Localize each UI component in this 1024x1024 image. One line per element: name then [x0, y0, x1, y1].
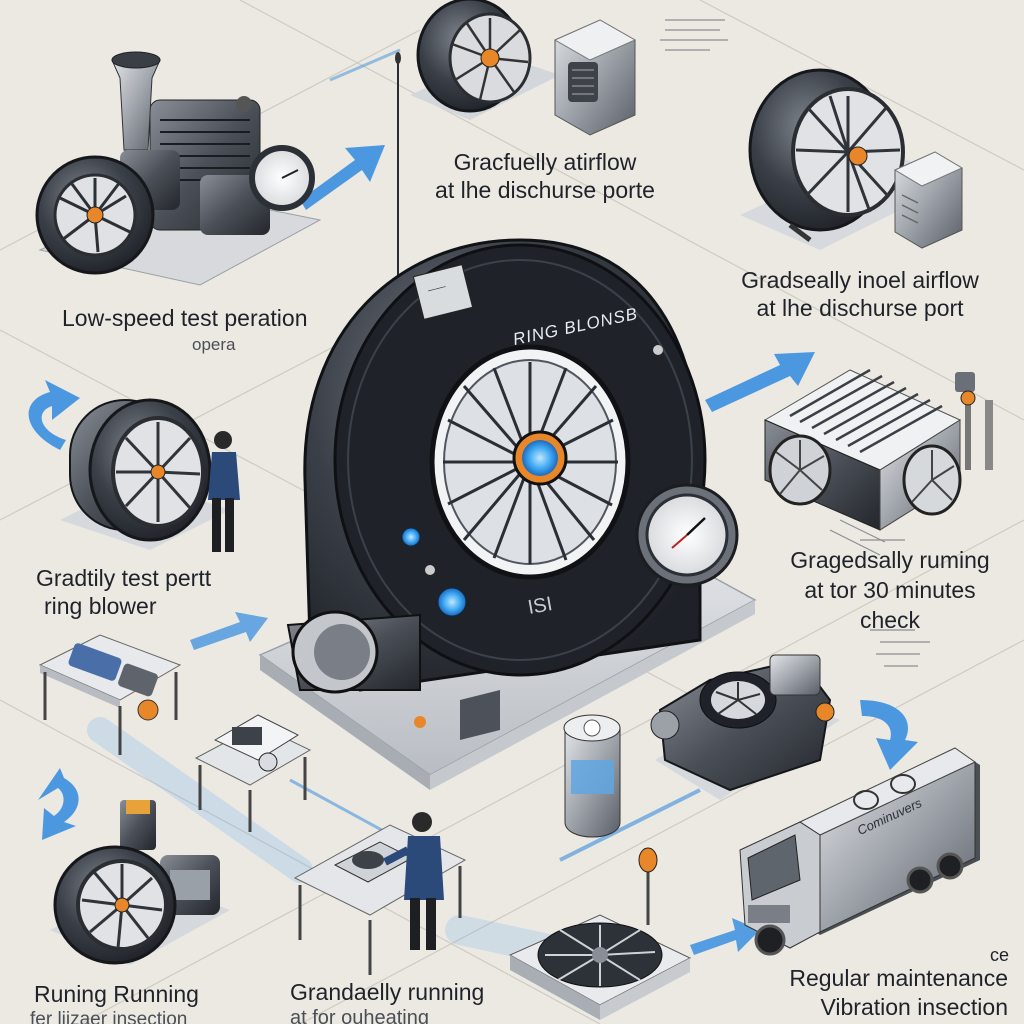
- label-running-30-1: Gragedsally ruming: [790, 547, 990, 573]
- down-arrow-icon: [38, 768, 79, 840]
- fan-unit-top-center: [410, 0, 637, 136]
- label-running-30-2: at tor 30 minutes: [804, 577, 976, 603]
- sensor-cylinder: [563, 714, 621, 838]
- warning-lamp-icon: [960, 390, 976, 406]
- arrow-icon-1: [300, 145, 385, 210]
- label-low-speed-1: Low-speed test peration: [62, 305, 308, 331]
- arrow-icon-6: [690, 918, 760, 955]
- label-running-30-3: check: [859, 607, 921, 633]
- scribble-notes: [660, 19, 930, 667]
- technician-figure-1: [208, 431, 240, 552]
- label-discharge-right-1: Gradseally inoel airflow: [741, 267, 979, 293]
- blower-badge: ISI: [526, 593, 555, 619]
- label-low-speed-2: opera: [192, 335, 236, 354]
- engine-unit-right: [650, 654, 840, 800]
- floor-fan-grate: [508, 914, 692, 1020]
- arrow-icon-3: [705, 352, 815, 412]
- label-running-running-2: fer liizaer insection: [30, 1009, 188, 1024]
- warning-lamp-icon: [638, 847, 658, 925]
- test-bench-table-2: [194, 714, 312, 832]
- arrow-icon-4: [190, 612, 268, 650]
- label-overheating-1: Grandaelly running: [290, 979, 485, 1005]
- fan-unit-top-right: [740, 68, 964, 250]
- blower-motor-assembly-top-left: [35, 51, 322, 286]
- test-bench-table-1: [38, 634, 182, 755]
- label-gradtily-1: Gradtily test pertt: [36, 565, 212, 591]
- label-maintenance-1: Regular maintenance: [789, 965, 1008, 991]
- central-ring-blower: [258, 52, 757, 790]
- arrow-icon-2: [329, 48, 401, 82]
- label-running-running-1: Runing Running: [34, 981, 199, 1007]
- curved-arrow-icon-left: [28, 380, 80, 450]
- label-discharge-right-2: at lhe dischurse port: [756, 295, 964, 321]
- label-overheating-2: at for ouheating: [290, 1007, 429, 1024]
- motor-unit-bottom-left: [50, 800, 230, 965]
- technician-figure-2: [383, 812, 444, 950]
- label-discharge-top-2: at lhe dischurse porte: [435, 177, 655, 203]
- filter-housing-unit-right: [763, 368, 993, 556]
- blower-unit-mid-left: [60, 398, 230, 550]
- delivery-truck: [739, 747, 980, 956]
- arrow-icon-5: [860, 700, 918, 770]
- label-gradtily-2: ring blower: [44, 593, 157, 619]
- flow-line-3: [559, 788, 701, 862]
- label-maintenance-suffix: ce: [990, 945, 1010, 965]
- nameplate: [412, 263, 474, 321]
- label-maintenance-2: Vibration insection: [820, 994, 1008, 1020]
- label-discharge-top-1: Gracfuelly atirflow: [453, 149, 637, 175]
